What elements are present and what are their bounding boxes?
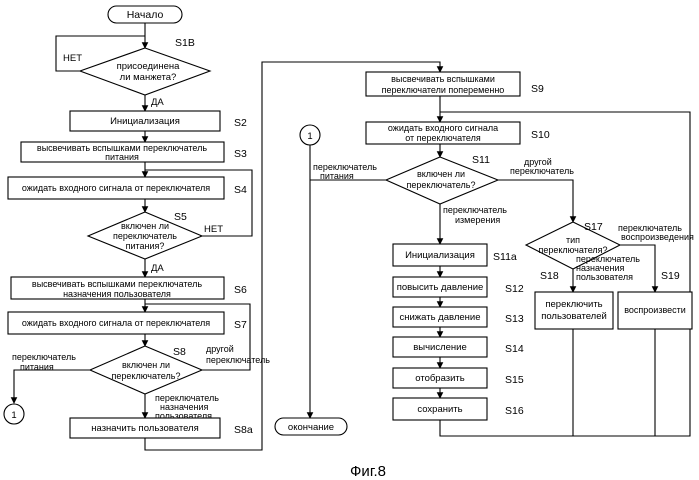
s19-id: S19 xyxy=(661,270,680,282)
s15-id: S15 xyxy=(505,374,524,386)
s9-id: S9 xyxy=(531,83,544,95)
s8-text-2: переключатель? xyxy=(112,371,181,381)
s11a-process: Инициализация S11a xyxy=(393,244,517,266)
s5-no-label: НЕТ xyxy=(204,224,223,235)
end-terminal: окончание xyxy=(275,418,347,435)
s7-process: ожидать входного сигнала от переключател… xyxy=(8,312,247,334)
s6-text-2: назначения пользователя xyxy=(63,289,171,299)
s11-id: S11 xyxy=(472,154,490,166)
s5-text-1: включен ли xyxy=(121,221,169,231)
connector-1-right: 1 xyxy=(300,125,320,145)
s13-process: снижать давление S13 xyxy=(393,307,524,327)
s14-text: вычисление xyxy=(413,342,467,353)
s9-text-1: высвечивать вспышками xyxy=(391,74,495,84)
s18-id: S18 xyxy=(540,270,559,282)
s10-process: ожидать входного сигнала от переключател… xyxy=(366,122,550,144)
s11-text-2: переключатель? xyxy=(407,180,476,190)
s11-measure-label-2: измерения xyxy=(455,215,500,225)
connector-1-left: 1 xyxy=(4,404,24,424)
s3-id: S3 xyxy=(234,148,247,160)
start-label: Начало xyxy=(127,9,164,21)
s5-decision: включен ли переключатель питания? S5 НЕТ… xyxy=(88,211,223,274)
s12-id: S12 xyxy=(505,283,524,295)
s10-id: S10 xyxy=(531,129,550,141)
connector-1-right-label: 1 xyxy=(307,131,312,142)
s1b-no-label: НЕТ xyxy=(63,53,82,64)
s6-id: S6 xyxy=(234,284,247,296)
figure-caption: Фиг.8 xyxy=(350,463,386,480)
s17-text-1: тип xyxy=(566,235,580,245)
s14-process: вычисление S14 xyxy=(393,337,524,357)
s2-process: Инициализация S2 xyxy=(70,111,247,131)
s7-text: ожидать входного сигнала от переключател… xyxy=(22,318,210,328)
s5-id: S5 xyxy=(174,211,187,223)
flow-lines-right xyxy=(310,96,690,436)
s17-id: S17 xyxy=(584,221,603,233)
s10-text-2: от переключателя xyxy=(405,133,481,143)
s10-text-1: ожидать входного сигнала xyxy=(388,123,498,133)
s4-process: ожидать входного сигнала от переключател… xyxy=(8,177,247,199)
s13-id: S13 xyxy=(505,313,524,325)
s19-text: воспроизвести xyxy=(624,305,686,315)
connector-1-left-label: 1 xyxy=(11,410,16,421)
s16-process: сохранить S16 xyxy=(393,398,524,420)
s8a-process: назначить пользователя S8a xyxy=(70,418,253,438)
s8-decision: включен ли переключатель? S8 другой пере… xyxy=(12,344,270,421)
s11a-text: Инициализация xyxy=(405,250,475,261)
s11a-id: S11a xyxy=(493,251,517,263)
s1b-decision: присоединена ли манжета? S1B НЕТ ДА xyxy=(63,37,210,108)
s11-power-label-2: питания xyxy=(320,171,354,181)
start-terminal: Начало xyxy=(108,6,182,23)
s8-id: S8 xyxy=(173,346,186,358)
s8-power-label-1: переключатель xyxy=(12,352,76,362)
s17-assign-label-3: пользователя xyxy=(576,272,633,282)
s9-process: высвечивать вспышками переключатели попе… xyxy=(366,72,544,96)
s5-text-2: переключатель xyxy=(113,231,177,241)
s8-text-1: включен ли xyxy=(122,360,170,370)
s8-power-label-2: питания xyxy=(20,362,54,372)
s1b-text-2: ли манжета? xyxy=(120,72,177,83)
s18-text-1: переключить xyxy=(545,299,602,310)
s11-decision: включен ли переключатель? S11 переключат… xyxy=(313,154,574,225)
s1b-id: S1B xyxy=(175,37,195,49)
s3-process: высвечивать вспышками переключатель пита… xyxy=(21,142,247,162)
s5-text-3: питания? xyxy=(126,241,165,251)
s8-other-label-1: другой xyxy=(206,344,234,354)
s12-process: повысить давление S12 xyxy=(393,277,524,297)
s6-text-1: высвечивать вспышками переключатель xyxy=(32,279,202,289)
s13-text: снижать давление xyxy=(400,312,481,323)
s18-text-2: пользователей xyxy=(541,311,607,322)
s8a-text: назначить пользователя xyxy=(91,423,198,434)
s4-text: ожидать входного сигнала от переключател… xyxy=(22,183,210,193)
s9-text-2: переключатели попеременно xyxy=(382,85,505,95)
s1b-text-1: присоединена xyxy=(117,61,181,72)
s11-other-label-2: переключатель xyxy=(510,166,574,176)
s11-measure-label-1: переключатель xyxy=(443,205,507,215)
s7-id: S7 xyxy=(234,319,247,331)
s2-id: S2 xyxy=(234,117,247,129)
s11-text-1: включен ли xyxy=(417,169,465,179)
s15-process: отобразить S15 xyxy=(393,368,524,388)
s15-text: отобразить xyxy=(415,373,465,384)
s16-id: S16 xyxy=(505,405,524,417)
s14-id: S14 xyxy=(505,343,524,355)
s3-text-2: питания xyxy=(105,152,139,162)
s8a-id: S8a xyxy=(234,424,253,436)
s5-yes-label: ДА xyxy=(151,263,164,274)
s12-text: повысить давление xyxy=(397,282,484,293)
s1b-yes-label: ДА xyxy=(151,97,164,108)
s17-playback-label-2: воспроизведения xyxy=(621,232,694,242)
s2-text: Инициализация xyxy=(110,116,180,127)
s6-process: высвечивать вспышками переключатель назн… xyxy=(11,277,247,299)
s16-text: сохранить xyxy=(417,404,462,415)
end-label: окончание xyxy=(288,422,334,433)
s8-other-label-2: переключатель xyxy=(206,355,270,365)
s4-id: S4 xyxy=(234,184,247,196)
